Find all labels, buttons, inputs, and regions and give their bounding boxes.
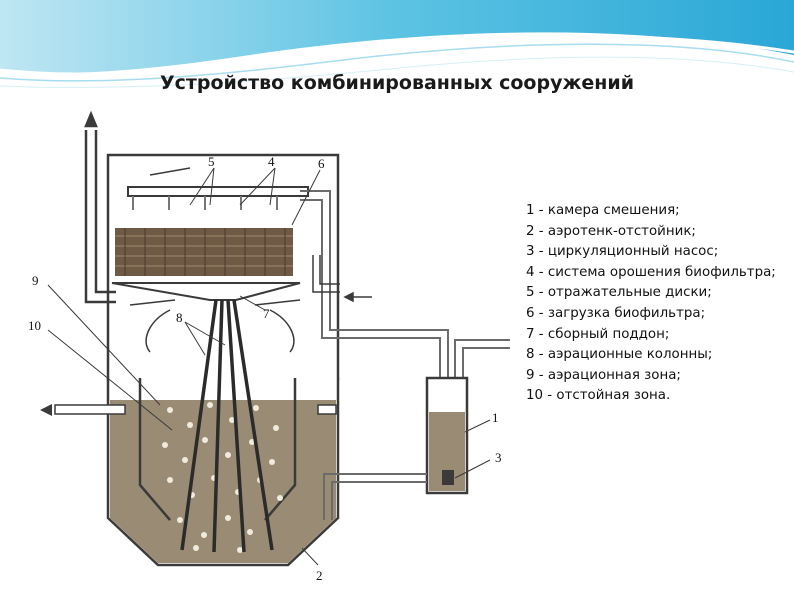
label-4: 4	[268, 154, 275, 169]
biofilter-chamber	[106, 153, 340, 380]
aeration-columns	[180, 299, 274, 553]
label-6: 6	[318, 156, 325, 171]
irrigation-pipe	[127, 186, 309, 197]
label-7: 7	[263, 306, 270, 321]
header-wave-banner	[0, 0, 794, 88]
diagram-number-labels: 1 2 3 4 5 6 7 8 9 10	[28, 154, 502, 583]
collecting-tray	[111, 282, 301, 301]
reflector-discs	[132, 196, 278, 210]
combined-structure-diagram: 1 2 3 4 5 6 7 8 9 10	[28, 110, 510, 583]
inlet-pipe	[454, 339, 510, 380]
airflow-arrows	[129, 167, 301, 353]
label-5: 5	[208, 154, 215, 169]
circulation-pump	[442, 470, 454, 485]
label-10: 10	[28, 318, 41, 333]
label-9: 9	[32, 273, 39, 288]
label-8: 8	[176, 310, 183, 325]
legend-item: 6 - загрузка биофильтра;	[526, 305, 706, 321]
biofilter-media	[115, 228, 293, 276]
label-3: 3	[495, 450, 502, 465]
label-1: 1	[492, 410, 499, 425]
legend-item: 4 - система орошения биофильтра;	[526, 264, 776, 280]
recirculation-pipe	[300, 190, 449, 378]
legend-item: 9 - аэрационная зона;	[526, 367, 681, 383]
legend-item: 3 - циркуляционный насос;	[526, 244, 719, 260]
legend-item: 8 - аэрационные колонны;	[526, 347, 713, 363]
leader-lines	[47, 167, 491, 566]
legend-item: 1 - камера смешения;	[526, 203, 680, 218]
legend-list: 1 - камера смешения; 2 - аэротенк-отстой…	[526, 201, 776, 407]
label-2: 2	[316, 568, 323, 583]
legend-item: 5 - отражательные диски;	[526, 285, 712, 301]
slide-title: Устройство комбинированных сооружений	[159, 72, 635, 94]
return-pipe	[323, 473, 427, 520]
aerotank-settler	[40, 378, 340, 567]
legend-item: 2 - аэротенк-отстойник;	[526, 223, 696, 239]
legend-item: 10 - отстойная зона.	[526, 388, 671, 404]
exhaust-pipe	[84, 110, 116, 304]
side-inlet	[312, 255, 372, 303]
legend-item: 7 - сборный поддон;	[526, 326, 670, 342]
mixing-chamber	[425, 376, 469, 495]
